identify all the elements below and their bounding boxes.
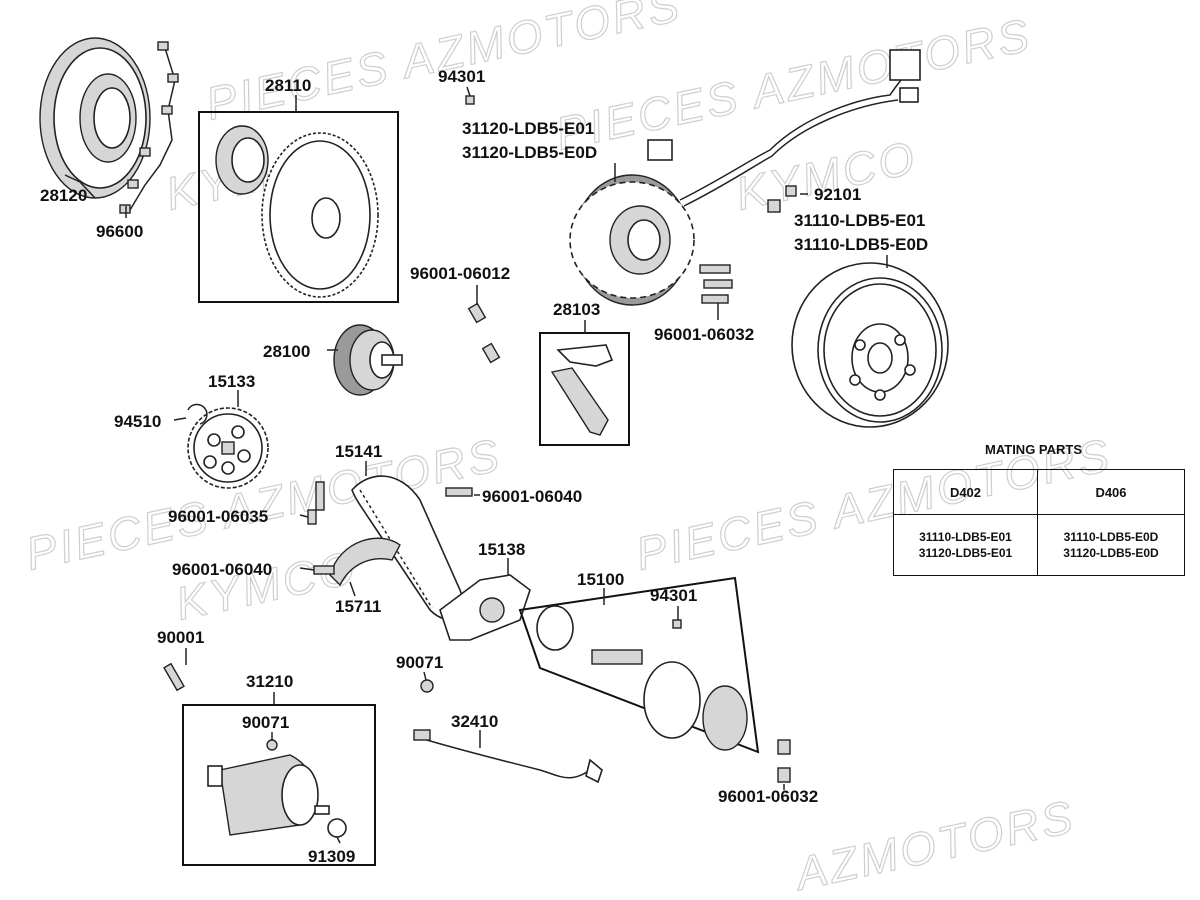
part-label: 28110 bbox=[265, 76, 311, 95]
nut-94301-top bbox=[465, 95, 475, 105]
table-cell-line: 31120-LDB5-E0D bbox=[1063, 546, 1159, 560]
cam-sprocket bbox=[187, 407, 269, 489]
part-label: 31120-LDB5-E01 bbox=[462, 119, 594, 138]
part-label: 15133 bbox=[208, 372, 255, 391]
one-way-clutch-housing bbox=[39, 37, 151, 199]
part-label: 92101 bbox=[814, 185, 861, 204]
part-label: 90001 bbox=[157, 628, 204, 647]
part-label: 94510 bbox=[114, 412, 161, 431]
part-label: 94301 bbox=[650, 586, 697, 605]
part-labels: 28110 28120 96600 94301 31120-LDB5-E01 3… bbox=[40, 67, 928, 866]
table-header-row: D402 D406 bbox=[893, 469, 1186, 515]
table-cell-line: 31110-LDB5-E01 bbox=[919, 530, 1012, 544]
part-label: 91309 bbox=[308, 847, 355, 866]
starter-idle-gear bbox=[333, 324, 403, 396]
bolts-96001-06032-bottom bbox=[777, 739, 791, 783]
table-cell-line: 31110-LDB5-E0D bbox=[1063, 530, 1159, 544]
bolt-set-96600 bbox=[119, 41, 179, 214]
table-header-cell: D402 bbox=[893, 469, 1038, 515]
pulser-coil bbox=[550, 344, 614, 436]
part-label: 15141 bbox=[335, 442, 382, 461]
mating-parts-table: D402 D406 31110-LDB5-E01 31120-LDB5-E01 … bbox=[893, 469, 1186, 576]
part-label: 96001-06012 bbox=[410, 264, 510, 283]
table-header-cell: D406 bbox=[1036, 469, 1186, 515]
part-label: 90071 bbox=[242, 713, 289, 732]
flywheel-rotor bbox=[791, 262, 949, 428]
table-cell: 31110-LDB5-E0D 31120-LDB5-E0D bbox=[1036, 514, 1186, 576]
part-label: 31110-LDB5-E01 bbox=[794, 211, 925, 230]
part-label: 96001-06035 bbox=[168, 507, 268, 526]
part-box-31210 bbox=[182, 704, 376, 866]
bolts-92101 bbox=[767, 185, 797, 213]
part-label: 96001-06040 bbox=[172, 560, 272, 579]
part-label: 96600 bbox=[96, 222, 143, 241]
nut-90071-mid bbox=[420, 679, 434, 693]
nut-94301-mid bbox=[672, 619, 682, 629]
o-ring-91309 bbox=[327, 818, 347, 838]
bolt-90001 bbox=[163, 662, 185, 692]
tensioner-cover bbox=[439, 574, 531, 641]
watermark: KYMCO bbox=[731, 131, 921, 220]
table-cell-line: 31120-LDB5-E01 bbox=[918, 546, 1013, 560]
part-label: 31120-LDB5-E0D bbox=[462, 143, 597, 162]
bolt-96001-06040-mid bbox=[313, 565, 335, 575]
stator-coil bbox=[569, 49, 921, 306]
leader-lines bbox=[64, 86, 888, 844]
drive-assembly bbox=[536, 605, 748, 751]
watermark: AZMOTORS bbox=[788, 790, 1079, 900]
table-row: 31110-LDB5-E01 31120-LDB5-E01 31110-LDB5… bbox=[893, 514, 1186, 576]
starter-cable bbox=[413, 729, 603, 784]
part-label: 96001-06040 bbox=[482, 487, 582, 506]
part-label: 28100 bbox=[263, 342, 310, 361]
nut-90071-box bbox=[266, 739, 278, 751]
mating-parts-title: MATING PARTS bbox=[985, 442, 1083, 457]
part-label: 15138 bbox=[478, 540, 525, 559]
chain-tensioner bbox=[329, 537, 401, 587]
part-box-28110 bbox=[198, 111, 399, 303]
starter-driven-gear bbox=[215, 125, 379, 298]
part-label: 31110-LDB5-E0D bbox=[794, 235, 928, 254]
starter-motor bbox=[207, 754, 330, 836]
part-label: 15100 bbox=[577, 570, 624, 589]
part-label: 28120 bbox=[40, 186, 87, 205]
part-label: 32410 bbox=[451, 712, 498, 731]
table-cell: 31110-LDB5-E01 31120-LDB5-E01 bbox=[893, 514, 1038, 576]
bolts-96001-06032-top bbox=[699, 264, 733, 304]
bolt-96001-06040-top bbox=[445, 487, 473, 497]
bolts-96001-06012 bbox=[467, 302, 501, 364]
watermark: KYMCO bbox=[171, 541, 361, 630]
part-label: 15711 bbox=[335, 597, 381, 616]
part-label: 28103 bbox=[553, 300, 600, 319]
part-label: 96001-06032 bbox=[654, 325, 754, 344]
part-box-15100 bbox=[518, 576, 760, 754]
part-label: 90071 bbox=[396, 653, 443, 672]
part-label: 31210 bbox=[246, 672, 293, 691]
part-label: 94301 bbox=[438, 67, 485, 86]
part-label: 96001-06032 bbox=[718, 787, 818, 806]
circlip-94510 bbox=[187, 403, 208, 425]
